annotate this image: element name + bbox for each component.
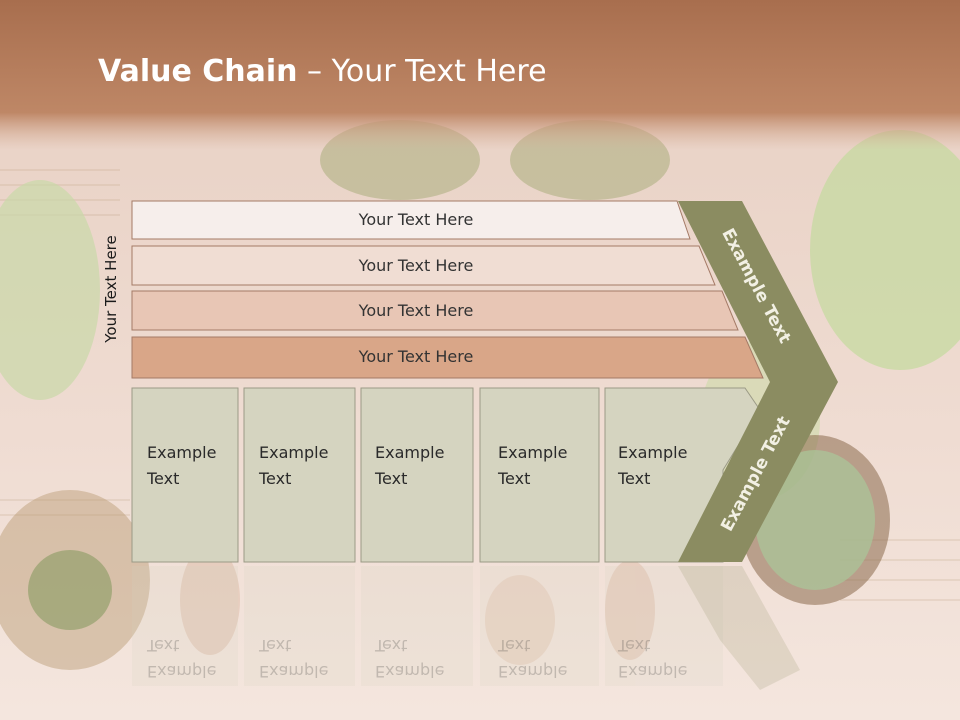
reflection-line2: Text <box>618 636 651 655</box>
support-row-2 <box>131 245 716 286</box>
primary-box-2-reflection-text: Example Text <box>259 632 328 684</box>
primary-box-reflection-2 <box>244 566 355 686</box>
reflection-line2: Text <box>147 636 180 655</box>
primary-box-5-text: Example Text <box>618 440 687 492</box>
primary-box-1-line2: Text <box>147 469 180 488</box>
primary-box-1-line1: Example <box>147 443 217 462</box>
reflection-line1: Example <box>498 662 568 681</box>
reflection-line2: Text <box>259 636 292 655</box>
slide-title: Value Chain – Your Text Here <box>98 54 547 89</box>
primary-box-5-line2: Text <box>618 469 651 488</box>
primary-box-reflection-5 <box>605 566 723 686</box>
reflection-line2: Text <box>498 636 531 655</box>
support-row-1-label: Your Text Here <box>358 210 474 229</box>
primary-box-3 <box>360 387 474 563</box>
primary-box-4-reflection-text: Example Text <box>498 632 567 684</box>
margin-chevron-reflection <box>678 566 800 690</box>
primary-box-5-line1: Example <box>618 443 688 462</box>
primary-box-4-line2: Text <box>498 469 531 488</box>
support-row-4 <box>131 336 764 379</box>
support-row-4-label: Your Text Here <box>358 347 474 366</box>
reflection-line1: Example <box>147 662 217 681</box>
reflection-line2: Text <box>375 636 408 655</box>
support-row-1 <box>131 200 691 240</box>
primary-box-2-line1: Example <box>259 443 329 462</box>
primary-box-1-reflection-text: Example Text <box>147 632 216 684</box>
primary-box-2-text: Example Text <box>259 440 328 492</box>
primary-box-3-line2: Text <box>375 469 408 488</box>
primary-box-4-line1: Example <box>498 443 568 462</box>
primary-box-2-line2: Text <box>259 469 292 488</box>
support-row-3 <box>131 290 739 331</box>
primary-box-5-reflection-text: Example Text <box>618 632 687 684</box>
primary-box-4 <box>479 387 600 563</box>
primary-box-3-reflection-text: Example Text <box>375 632 444 684</box>
primary-box-4-text: Example Text <box>498 440 567 492</box>
reflection-line1: Example <box>618 662 688 681</box>
primary-box-3-text: Example Text <box>375 440 444 492</box>
primary-box-3-line1: Example <box>375 443 445 462</box>
primary-box-1 <box>131 387 239 563</box>
primary-box-2 <box>243 387 356 563</box>
support-row-3-label: Your Text Here <box>358 301 474 320</box>
primary-box-1-text: Example Text <box>147 440 216 492</box>
title-band <box>0 0 960 150</box>
reflection-line1: Example <box>259 662 329 681</box>
slide-title-rest: – Your Text Here <box>297 54 547 89</box>
primary-box-reflection-3 <box>361 566 473 686</box>
primary-box-reflection-4 <box>480 566 599 686</box>
reflection-line1: Example <box>375 662 445 681</box>
primary-box-reflection-1 <box>132 566 238 686</box>
slide-title-bold: Value Chain <box>98 54 298 89</box>
margin-chevron <box>678 201 838 562</box>
support-row-2-label: Your Text Here <box>358 256 474 275</box>
